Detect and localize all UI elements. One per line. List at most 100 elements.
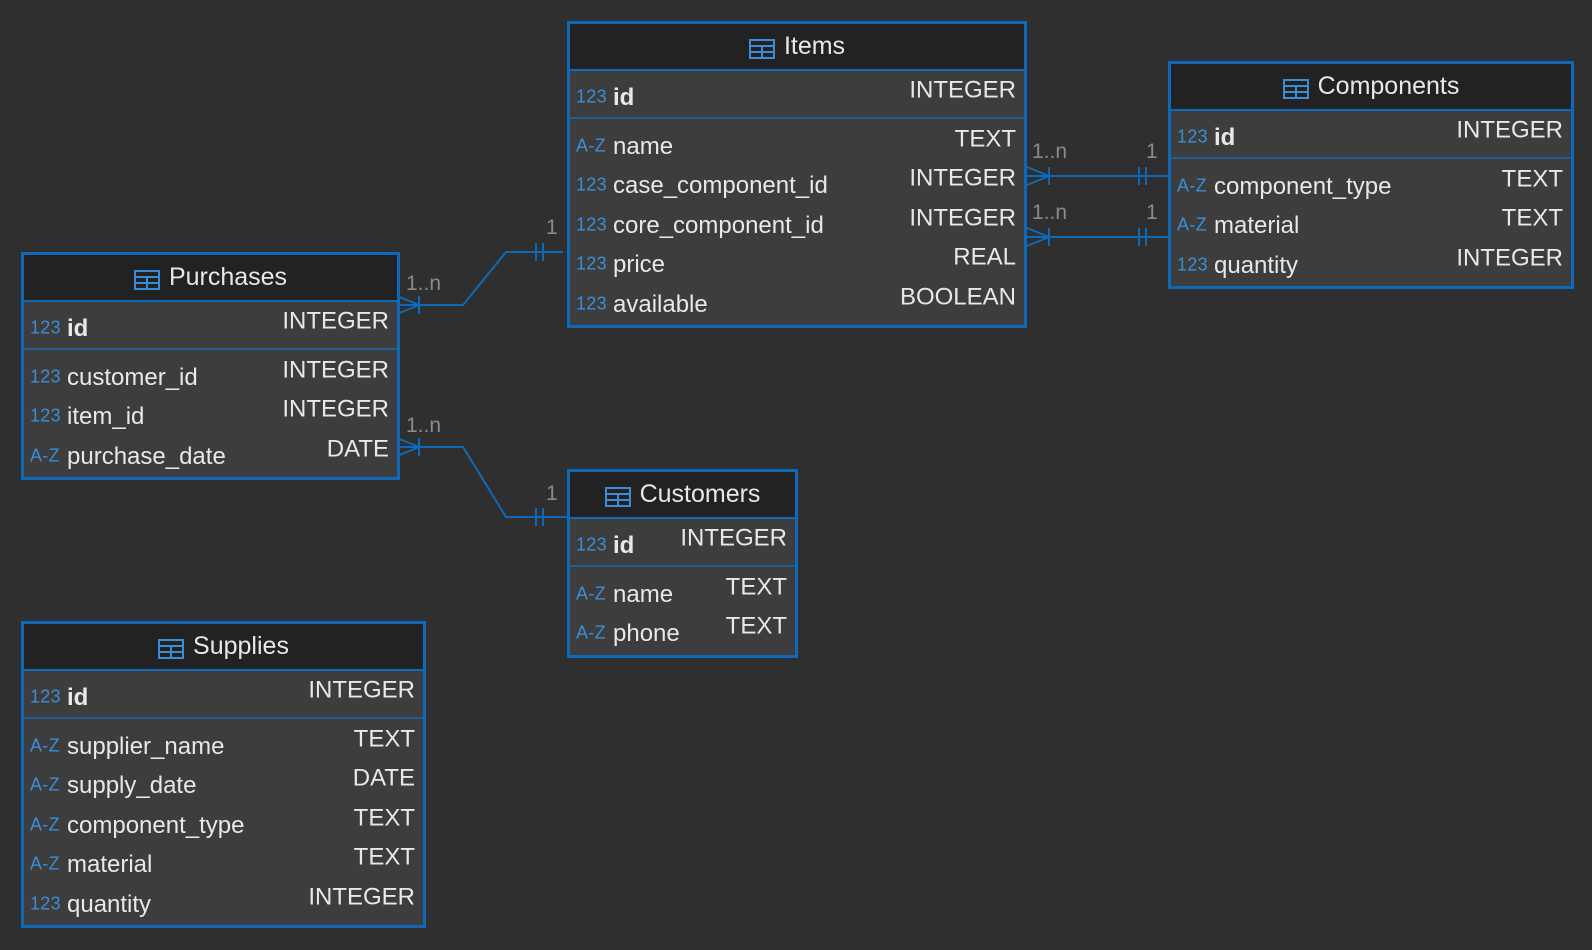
column-row[interactable]: 123 quantity INTEGER	[1171, 242, 1571, 282]
column-row[interactable]: A-Z purchase_date DATE	[24, 433, 397, 473]
primary-key-row[interactable]: 123 id INTEGER	[570, 519, 795, 567]
numeric-type-icon: 123	[576, 86, 607, 107]
table-header[interactable]: Components	[1171, 64, 1571, 111]
table-title: Items	[783, 32, 846, 60]
numeric-type-icon: 123	[576, 253, 607, 274]
table-header[interactable]: Customers	[570, 472, 795, 519]
column-row[interactable]: A-Z name TEXT	[570, 571, 795, 611]
cardinality-many-label: 1..n	[1032, 201, 1068, 224]
cardinality-one-label: 1	[1146, 140, 1158, 163]
primary-key-row[interactable]: 123 id INTEGER	[570, 71, 1024, 119]
column-row[interactable]: 123 case_component_id INTEGER	[570, 163, 1024, 203]
column-row[interactable]: A-Z supplier_name TEXT	[24, 723, 423, 763]
text-type-icon: A-Z	[30, 774, 60, 795]
column-type: TEXT	[954, 125, 1016, 153]
cardinality-many-label: 1..n	[1032, 140, 1068, 163]
column-name: supplier_name	[67, 732, 225, 760]
column-row[interactable]: A-Z material TEXT	[1171, 203, 1571, 243]
column-name: id	[1214, 124, 1236, 152]
column-name: material	[1214, 212, 1300, 240]
column-row[interactable]: 123 price REAL	[570, 242, 1024, 282]
column-name: name	[613, 580, 674, 608]
table-components[interactable]: Components 123 id INTEGER A-Z component_…	[1168, 61, 1574, 289]
column-type: REAL	[953, 243, 1016, 271]
column-name: id	[613, 532, 635, 560]
column-type: INTEGER	[909, 164, 1016, 192]
column-name: case_component_id	[613, 172, 828, 200]
column-name: id	[67, 684, 89, 712]
table-supplies[interactable]: Supplies 123 id INTEGER A-Z supplier_nam…	[21, 621, 426, 928]
numeric-type-icon: 123	[30, 893, 61, 914]
primary-key-row[interactable]: 123 id INTEGER	[24, 671, 423, 719]
column-row[interactable]: A-Z supply_date DATE	[24, 763, 423, 803]
text-type-icon: A-Z	[30, 853, 60, 874]
numeric-type-icon: 123	[576, 174, 607, 195]
table-customers[interactable]: Customers 123 id INTEGER A-Z name TEXT A…	[567, 469, 798, 658]
column-type: TEXT	[353, 804, 415, 832]
table-grid-icon	[1282, 77, 1309, 99]
text-type-icon: A-Z	[30, 735, 60, 756]
numeric-type-icon: 123	[1177, 126, 1208, 147]
numeric-type-icon: 123	[1177, 254, 1208, 275]
column-type: DATE	[352, 764, 415, 792]
relation-items-components-2[interactable]	[1026, 227, 1168, 247]
column-type: TEXT	[725, 612, 787, 640]
table-title: Customers	[639, 480, 761, 508]
column-name: core_component_id	[613, 211, 824, 239]
relation-purchases-customers[interactable]	[396, 437, 567, 526]
table-header[interactable]: Supplies	[24, 624, 423, 671]
column-row[interactable]: A-Z phone TEXT	[570, 611, 795, 651]
column-row[interactable]: A-Z component_type TEXT	[24, 802, 423, 842]
table-purchases[interactable]: Purchases 123 id INTEGER 123 customer_id…	[21, 252, 400, 480]
column-name: id	[613, 84, 635, 112]
column-name: id	[67, 315, 89, 343]
cardinality-many-label: 1..n	[406, 414, 442, 437]
column-row[interactable]: A-Z component_type TEXT	[1171, 163, 1571, 203]
column-type: TEXT	[725, 573, 787, 601]
relation-items-components-1[interactable]	[1026, 166, 1168, 186]
column-row[interactable]: 123 core_component_id INTEGER	[570, 202, 1024, 242]
numeric-type-icon: 123	[30, 686, 61, 707]
numeric-type-icon: 123	[576, 293, 607, 314]
primary-key-row[interactable]: 123 id INTEGER	[1171, 111, 1571, 159]
text-type-icon: A-Z	[1177, 214, 1207, 235]
column-type: INTEGER	[282, 395, 389, 423]
column-type: INTEGER	[308, 883, 415, 911]
text-type-icon: A-Z	[1177, 175, 1207, 196]
column-row[interactable]: A-Z name TEXT	[570, 123, 1024, 163]
column-type: INTEGER	[909, 204, 1016, 232]
numeric-type-icon: 123	[576, 534, 607, 555]
column-name: quantity	[1214, 251, 1299, 279]
column-name: component_type	[67, 811, 245, 839]
column-row[interactable]: 123 customer_id INTEGER	[24, 354, 397, 394]
column-name: purchase_date	[67, 442, 226, 470]
table-items[interactable]: Items 123 id INTEGER A-Z name TEXT 123 c…	[567, 21, 1027, 328]
column-row[interactable]: 123 quantity INTEGER	[24, 881, 423, 921]
column-type: INTEGER	[680, 524, 787, 552]
text-type-icon: A-Z	[30, 445, 60, 466]
cardinality-one-label: 1	[546, 216, 558, 239]
column-type: TEXT	[353, 725, 415, 753]
numeric-type-icon: 123	[576, 214, 607, 235]
column-row[interactable]: 123 available BOOLEAN	[570, 281, 1024, 321]
column-type: INTEGER	[282, 307, 389, 335]
column-row[interactable]: A-Z material TEXT	[24, 842, 423, 882]
table-grid-icon	[604, 485, 631, 507]
column-type: TEXT	[1501, 165, 1563, 193]
column-name: material	[67, 851, 153, 879]
numeric-type-icon: 123	[30, 317, 61, 338]
cardinality-one-label: 1	[1146, 201, 1158, 224]
column-name: supply_date	[67, 772, 197, 800]
text-type-icon: A-Z	[576, 622, 606, 643]
column-name: phone	[613, 620, 680, 648]
column-type: INTEGER	[909, 76, 1016, 104]
table-header[interactable]: Purchases	[24, 255, 397, 302]
column-name: item_id	[67, 403, 145, 431]
text-type-icon: A-Z	[30, 814, 60, 835]
column-name: customer_id	[67, 363, 198, 391]
table-grid-icon	[748, 37, 775, 59]
column-row[interactable]: 123 item_id INTEGER	[24, 394, 397, 434]
table-header[interactable]: Items	[570, 24, 1024, 71]
column-type: INTEGER	[1456, 116, 1563, 144]
primary-key-row[interactable]: 123 id INTEGER	[24, 302, 397, 350]
